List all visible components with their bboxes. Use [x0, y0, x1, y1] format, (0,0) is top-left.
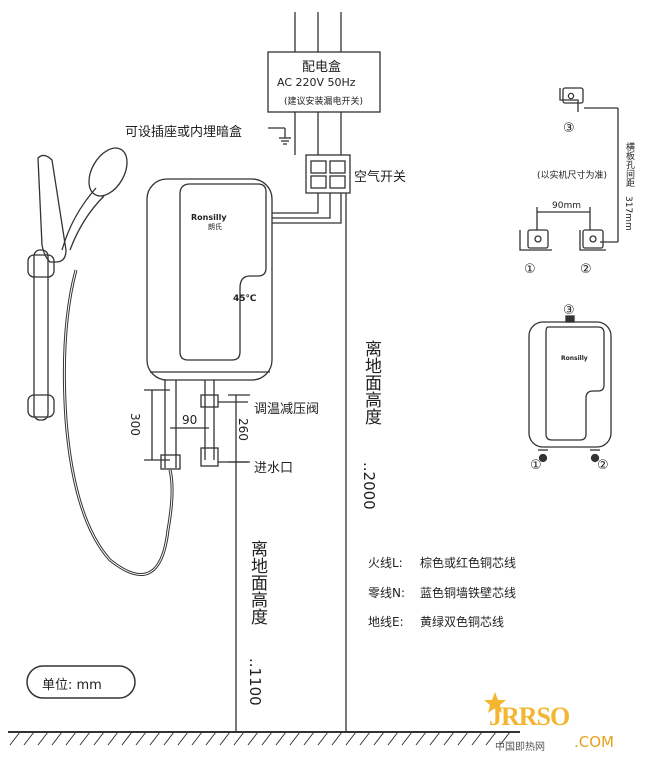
wiring-earth-label: 地线E: [368, 615, 404, 629]
marker-3-side: ③ [563, 303, 575, 318]
marker-2-side: ② [597, 458, 609, 473]
hole-note: (以实机尺寸为准) [537, 171, 608, 181]
wiring-neutral-desc: 蓝色铜墙铁壁芯线 [420, 586, 517, 600]
heater-body [146, 178, 273, 381]
height-2000-value: ..2000 [360, 462, 378, 510]
brand-logo-small: Ronsilly [561, 355, 588, 362]
height-1100-value: ..1100 [246, 658, 264, 706]
height-1100-text: 离地面高度 [247, 540, 267, 625]
wiring-live-desc: 棕色或红色铜芯线 [420, 556, 517, 570]
distribution-box-note: (建议安装漏电开关) [284, 97, 364, 107]
height-2000-label: 离地面高度 [360, 340, 381, 425]
watermark-domain: .COM [574, 733, 614, 751]
unit-label: 单位: mm [42, 678, 102, 693]
watermark-logo-text: JRRSO [489, 702, 570, 731]
water-inlet-label: 进水口 [254, 461, 294, 476]
brand-logo: Ronsilly [191, 213, 227, 222]
marker-3-top: ③ [563, 121, 575, 136]
height-2000-text: 离地面高度 [361, 340, 381, 425]
wiring-live-label: 火线L: [368, 556, 403, 570]
brand-logo-cn: 朗氏 [208, 223, 222, 231]
dimension-90mm: 90mm [552, 201, 581, 211]
marker-1-side: ① [530, 458, 542, 473]
distribution-box-title: 配电盒 [302, 60, 342, 75]
temperature-display: 45℃ [233, 294, 257, 304]
wiring-earth-desc: 黄绿双色铜芯线 [420, 615, 505, 629]
unit-box [26, 665, 136, 699]
marker-2: ② [580, 262, 592, 277]
dimension-300: 300 [128, 413, 142, 436]
hole-spacing-label: 横板孔间距 [624, 142, 634, 187]
dimension-260: 260 [236, 418, 250, 441]
air-switch-label: 空气开关 [354, 170, 407, 185]
height-1100-label: 离地面高度 [246, 540, 267, 625]
watermark-cn: 中国即热网 [495, 742, 545, 753]
valve-label: 调温减压阀 [254, 402, 320, 417]
distribution-box-spec: AC 220V 50Hz [277, 76, 356, 89]
hole-spacing-value: 317mm [623, 196, 633, 231]
marker-1: ① [524, 262, 536, 277]
dimension-90: 90 [182, 413, 198, 427]
air-switch [305, 154, 351, 194]
ground-hatch [9, 731, 511, 746]
socket-label: 可设插座或内埋暗盒 [125, 125, 243, 140]
bracket-detail [519, 87, 619, 463]
distribution-box [267, 51, 381, 113]
wiring-neutral-label: 零线N: [368, 586, 406, 600]
watermark-logo-icon [484, 692, 506, 713]
